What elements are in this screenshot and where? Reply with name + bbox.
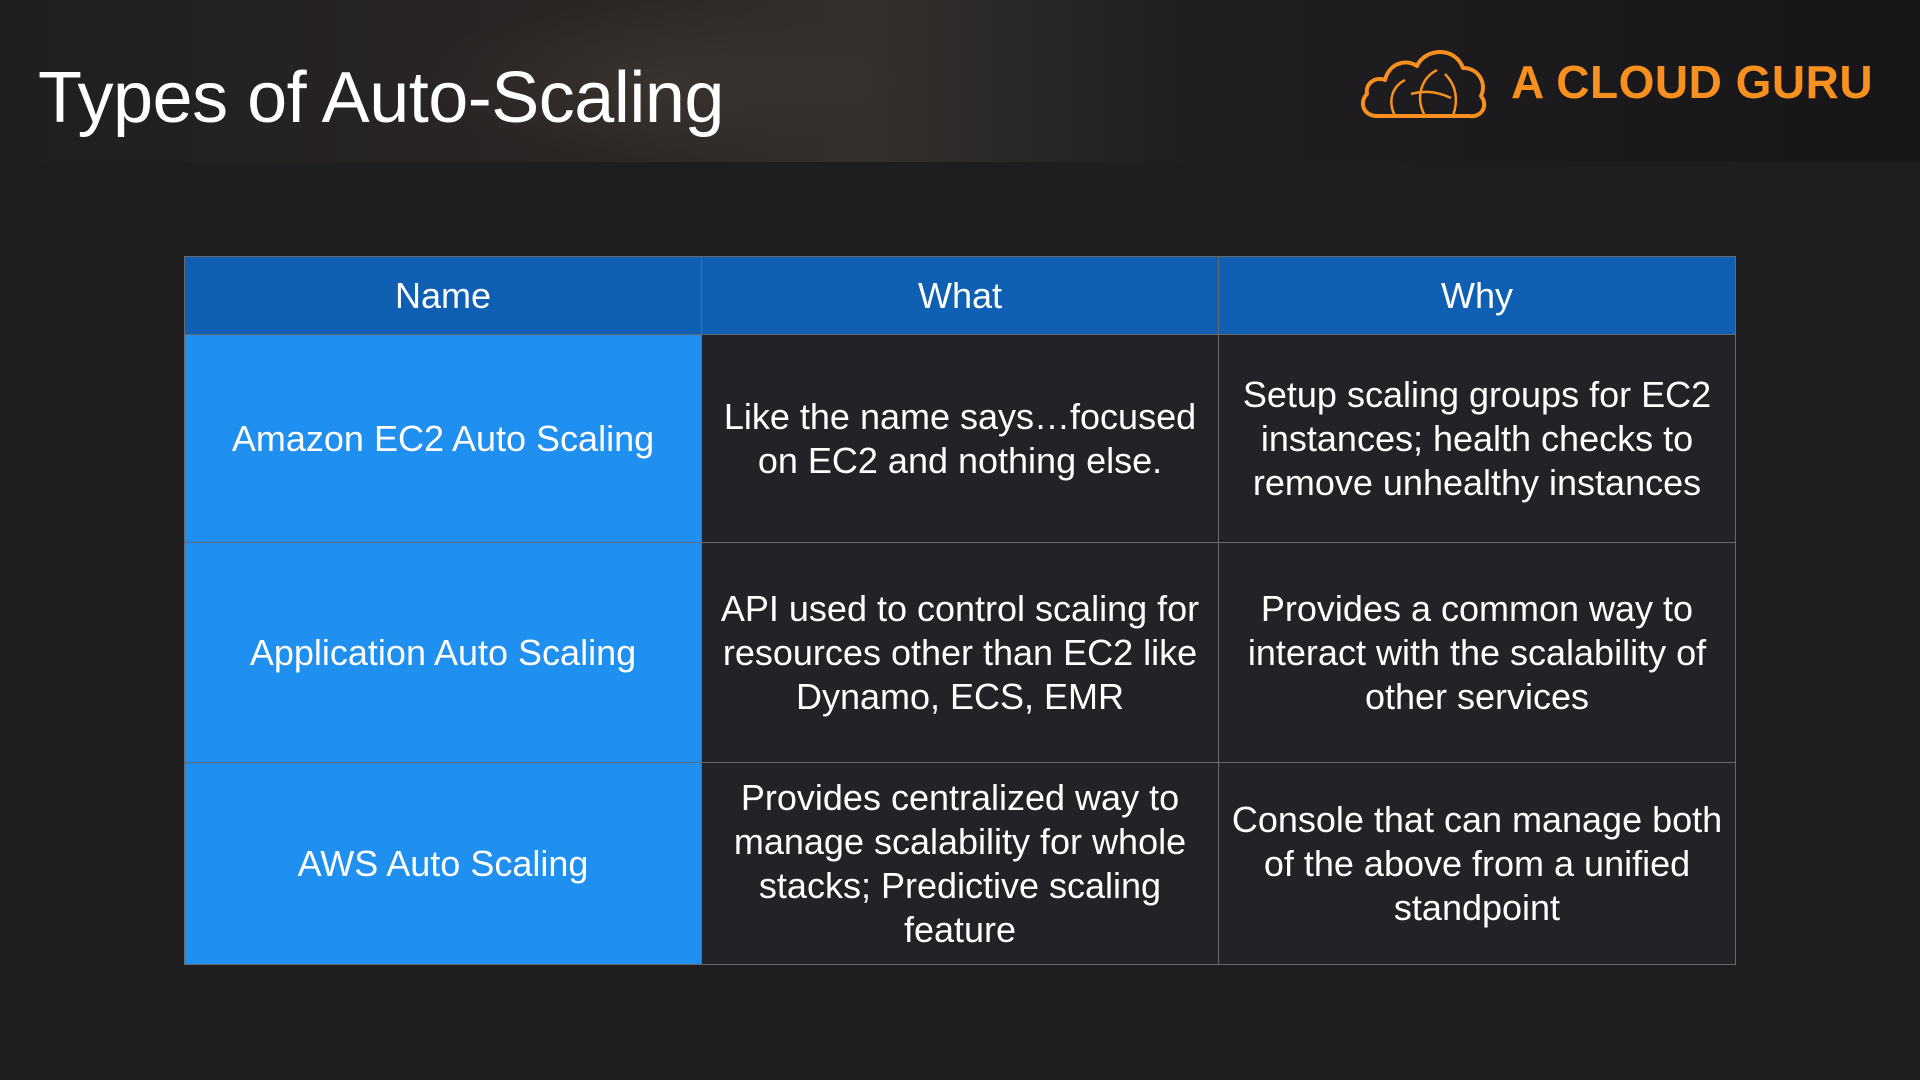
row-name-cell: Amazon EC2 Auto Scaling bbox=[184, 334, 702, 543]
brand-name: A CLOUD GURU bbox=[1511, 56, 1874, 108]
column-header-what: What bbox=[701, 256, 1219, 335]
column-header-why: Why bbox=[1218, 256, 1736, 335]
brand-logo: A CLOUD GURU bbox=[1355, 40, 1873, 124]
row-why-cell: Console that can manage both of the abov… bbox=[1218, 762, 1736, 965]
header-backdrop bbox=[420, 0, 900, 162]
table-header-row: Name What Why bbox=[184, 256, 1736, 335]
auto-scaling-table: Name What Why Amazon EC2 Auto Scaling Li… bbox=[184, 256, 1736, 965]
table-row: AWS Auto Scaling Provides centralized wa… bbox=[184, 762, 1736, 965]
row-what-cell: Provides centralized way to manage scala… bbox=[701, 762, 1219, 965]
comparison-table: Name What Why Amazon EC2 Auto Scaling Li… bbox=[184, 256, 1736, 965]
row-name-cell: AWS Auto Scaling bbox=[184, 762, 702, 965]
header-band bbox=[0, 0, 1920, 162]
column-header-name: Name bbox=[184, 256, 702, 335]
row-why-cell: Setup scaling groups for EC2 instances; … bbox=[1218, 334, 1736, 543]
table-row: Application Auto Scaling API used to con… bbox=[184, 542, 1736, 763]
row-name-cell: Application Auto Scaling bbox=[184, 542, 702, 763]
page-title: Types of Auto-Scaling bbox=[38, 58, 724, 138]
cloud-logo-icon bbox=[1355, 40, 1491, 124]
row-why-cell: Provides a common way to interact with t… bbox=[1218, 542, 1736, 763]
row-what-cell: API used to control scaling for resource… bbox=[701, 542, 1219, 763]
table-row: Amazon EC2 Auto Scaling Like the name sa… bbox=[184, 334, 1736, 543]
row-what-cell: Like the name says…focused on EC2 and no… bbox=[701, 334, 1219, 543]
